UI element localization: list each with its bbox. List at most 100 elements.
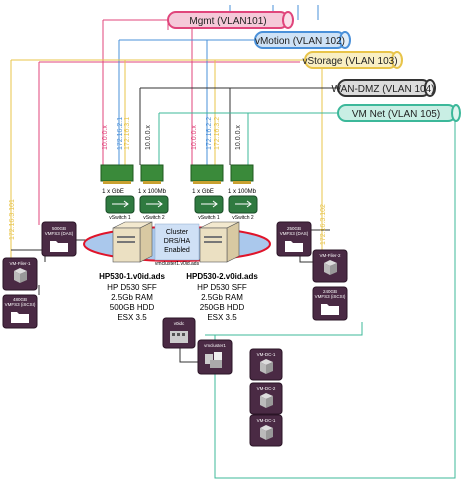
vlan-pipe-vstorage: vStorage (VLAN 103): [302, 51, 403, 69]
vlan-pipe-mgmt: Mgmt (VLAN101): [167, 11, 294, 29]
vswitch-icon: vSwitch 2: [139, 195, 169, 221]
vm-filer-2: VM-Filer-2: [312, 249, 348, 283]
folder-icon: [11, 312, 29, 323]
vm-label: VM-Filer-1: [10, 261, 31, 266]
host-spec: 500GB HDD: [110, 303, 155, 312]
folder-icon: [285, 241, 303, 252]
vm-box-icon: [324, 260, 337, 275]
vlan-label-vmotion: vMotion (VLAN 102): [255, 36, 345, 47]
vm-filer-1: VM-Filer-1: [2, 257, 38, 291]
vm-dc-3: VM-DC-1: [249, 414, 283, 447]
host-spec: 2.5Gb RAM: [201, 293, 243, 302]
cluster-label: Enabled: [164, 247, 190, 254]
vswitch-icon: vSwitch 2: [228, 195, 258, 221]
host-name: HP530-1.v0id.ads: [99, 272, 165, 281]
datastore-label: VMFS3 (DAS): [280, 231, 309, 236]
tree-label: vmcluster1: [204, 343, 226, 348]
vswitch-icon: vSwitch 1: [194, 195, 224, 221]
ip-label: 172.16.3.101: [9, 199, 16, 240]
vlan-label-mgmt: Mgmt (VLAN101): [189, 16, 266, 27]
vm-label: VM-DC-1: [257, 418, 276, 423]
nic-card-icon: [100, 164, 134, 184]
vswitch-label: vSwitch 2: [232, 215, 254, 221]
vm-box-icon: [14, 268, 27, 283]
datastore-iscsi-2: 240GB VMFS3 (iSCSI): [312, 286, 348, 321]
host-spec: HP D530 SFF: [107, 283, 157, 292]
vswitch-label: vSwitch 1: [198, 215, 220, 221]
vswitch-icon: vSwitch 1: [105, 195, 135, 221]
vswitch-label: vSwitch 1: [109, 215, 131, 221]
ip-label: 172.16.3.1: [124, 117, 131, 150]
ip-label: 10.0.0.x: [235, 125, 242, 150]
vlan-pipe-vmnet: VM Net (VLAN 105): [337, 104, 461, 122]
cluster: Cluster DRS/HA Enabled vmcluster1.v0id.a…: [83, 221, 271, 267]
datacenter-node: v0idc: [162, 317, 196, 349]
host-spec: ESX 3.5: [117, 313, 147, 322]
tree-label: v0idc: [174, 321, 185, 326]
cluster-icon: [205, 352, 222, 368]
nic-label: 1 x 100Mb: [138, 189, 167, 195]
vm-label: VM-DC-1: [257, 352, 276, 357]
ip-label: 172.16.2.1: [117, 117, 124, 150]
host1-info: HP530-1.v0id.ads HP D530 SFF 2.5Gb RAM 5…: [99, 272, 165, 322]
host-spec: HP D530 SFF: [197, 283, 247, 292]
vlan-pipe-vmotion: vMotion (VLAN 102): [254, 31, 351, 49]
datastore-label: 500GB: [52, 226, 66, 231]
nic-card-icon: [190, 164, 224, 184]
vm-dc-2: VM-DC-2: [249, 382, 283, 415]
vlan-label-vmnet: VM Net (VLAN 105): [352, 109, 440, 120]
vswitch-label: vSwitch 2: [143, 215, 165, 221]
nic-card-icon: [230, 164, 254, 184]
ip-label: 172.16.2.2: [206, 117, 213, 150]
nic-label: 1 x 100Mb: [228, 189, 257, 195]
nic-label: 1 x GbE: [192, 189, 214, 195]
datastore-label: 480GB: [13, 297, 27, 302]
vm-box-icon: [260, 359, 273, 374]
host-spec: ESX 3.5: [207, 313, 237, 322]
datastore-iscsi-1: 480GB VMFS3 (iSCSI): [2, 294, 38, 329]
datastore-das-2: 250GB VMFS3 (DAS): [276, 221, 312, 257]
datastore-label: VMFS3 (iSCSI): [5, 302, 36, 307]
vm-dc-1: VM-DC-1: [249, 348, 283, 381]
vm-tiles: VM-Filer-1 VM-Filer-2 VM-DC-1 VM-DC-2 VM…: [2, 249, 348, 447]
datastore-label: 240GB: [323, 289, 337, 294]
host-spec: 250GB HDD: [200, 303, 245, 312]
vm-box-icon: [260, 425, 273, 440]
ip-label: 172.16.3.2: [214, 117, 221, 150]
ip-labels: 10.0.0.x 172.16.2.1 172.16.3.1 10.0.0.x …: [9, 117, 327, 245]
datastore-label: VMFS3 (DAS): [45, 231, 74, 236]
ip-label: 172.16.3.102: [320, 204, 327, 245]
nic-card-icon: [140, 164, 164, 184]
datastore-das-1: 500GB VMFS3 (DAS): [41, 221, 77, 257]
folder-icon: [50, 241, 68, 252]
vm-label: VM-DC-2: [257, 386, 276, 391]
server-icon: [112, 221, 153, 263]
datastore-label: 250GB: [287, 226, 301, 231]
vlan-label-wandmz: WAN-DMZ (VLAN 104): [332, 84, 435, 95]
vlan-label-vstorage: vStorage (VLAN 103): [302, 56, 397, 67]
ip-label: 10.0.0.x: [191, 125, 198, 150]
inventory-tree: v0idc vmcluster1: [162, 317, 233, 375]
vswitches: vSwitch 1 vSwitch 2 vSwitch 1 vSwitch 2: [105, 195, 258, 221]
nic-label: 1 x GbE: [102, 189, 124, 195]
host2-info: HPD530-2.v0id.ads HP D530 SFF 2.5Gb RAM …: [186, 272, 258, 322]
cluster-name: vmcluster1.v0id.ads: [155, 261, 200, 267]
ip-label: 10.0.0.x: [102, 125, 109, 150]
cluster-node: vmcluster1: [197, 339, 233, 375]
folder-icon: [321, 304, 339, 315]
nic-cards: 1 x GbE 1 x 100Mb 1 x GbE 1 x 100Mb: [100, 164, 257, 195]
vm-box-icon: [260, 393, 273, 408]
cluster-label: DRS/HA: [164, 238, 191, 245]
cluster-label: Cluster: [166, 229, 189, 236]
datastore-label: VMFS3 (iSCSI): [315, 294, 346, 299]
datacenter-icon: [170, 331, 188, 343]
ip-label: 10.0.0.x: [145, 125, 152, 150]
vlan-pipe-wandmz: WAN-DMZ (VLAN 104): [332, 79, 436, 97]
vlan-pipes: Mgmt (VLAN101) vMotion (VLAN 102) vStora…: [167, 11, 461, 122]
host-spec: 2.5Gb RAM: [111, 293, 153, 302]
storage-tiles: 500GB VMFS3 (DAS) 250GB VMFS3 (DAS) 480G…: [2, 221, 348, 329]
vm-label: VM-Filer-2: [320, 253, 341, 258]
server-icon: [199, 221, 240, 263]
host-name: HPD530-2.v0id.ads: [186, 272, 258, 281]
